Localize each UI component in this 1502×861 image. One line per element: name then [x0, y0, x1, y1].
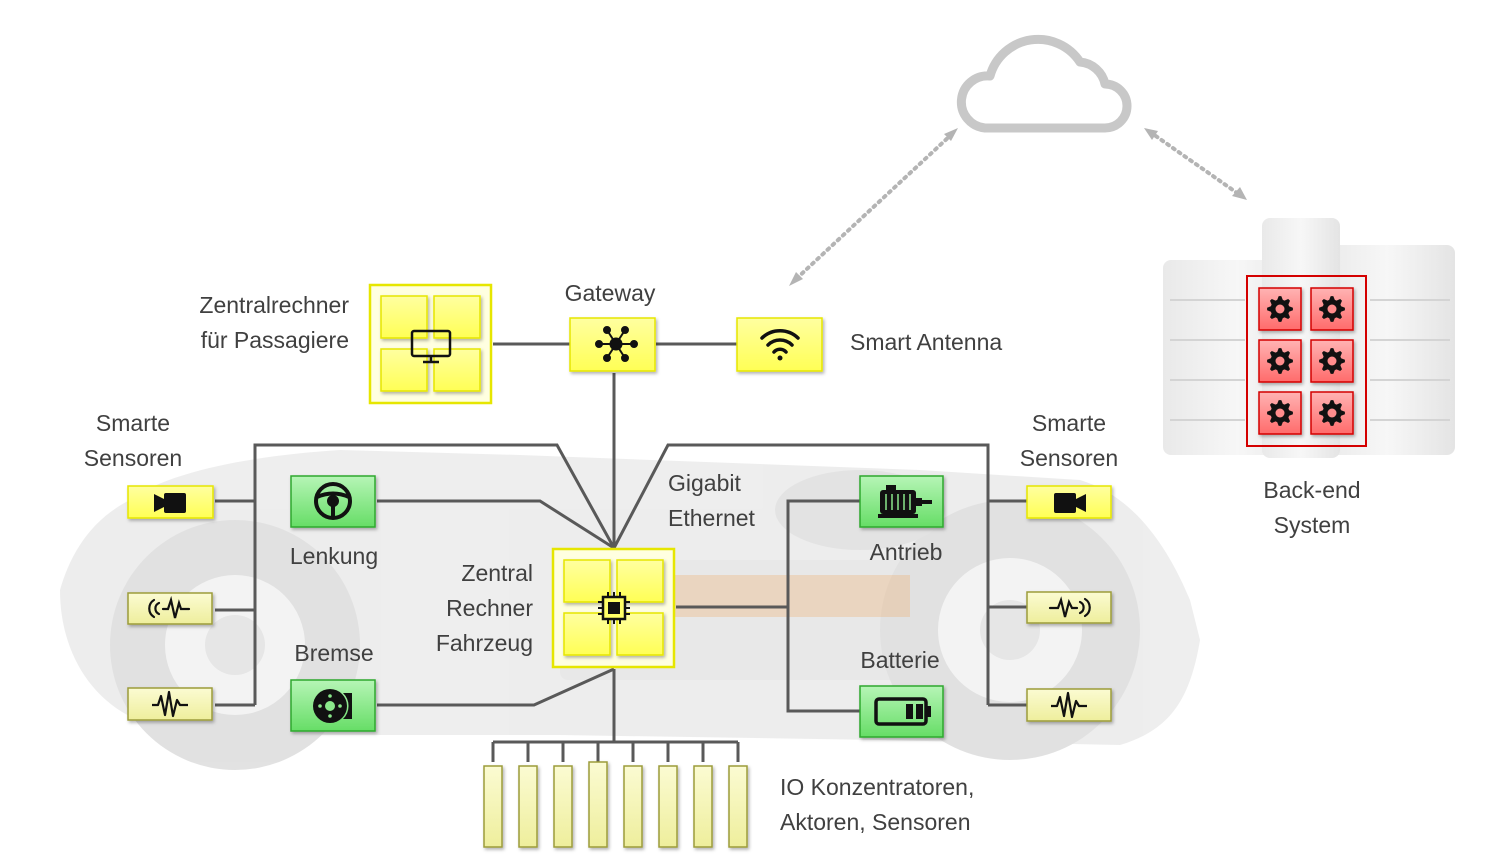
steering-wheel-icon — [314, 482, 352, 520]
sensor-radar-left — [127, 592, 213, 625]
backend-frame — [1246, 275, 1367, 447]
sensor-camera-left — [127, 485, 214, 519]
io-concentrator-bar — [588, 761, 608, 848]
backend-gear-tile — [1310, 391, 1354, 435]
drive-node — [859, 475, 944, 528]
camera-icon — [1054, 493, 1086, 513]
label-io-konzentratoren: IO Konzentratoren, Aktoren, Sensoren — [780, 770, 974, 840]
label-line: Smarte — [1031, 410, 1107, 436]
backend-gear-tile — [1258, 287, 1302, 331]
wifi-icon — [760, 329, 800, 361]
io-concentrator-bar — [658, 765, 678, 848]
steering-node — [290, 475, 376, 528]
radar-wave-icon — [1048, 596, 1091, 618]
label-line: System — [1273, 512, 1351, 538]
label-antrieb: Antrieb — [869, 539, 943, 565]
brake-node — [290, 679, 376, 732]
backend-gear-tile — [1310, 287, 1354, 331]
ethernet-connections — [215, 342, 1027, 744]
label-line: Back-end — [1263, 477, 1361, 503]
backend-gear-tile — [1258, 391, 1302, 435]
vehicle-computer-node — [551, 547, 676, 669]
label-lenkung: Lenkung — [289, 543, 379, 569]
label-line: IO Konzentratoren, — [780, 774, 975, 800]
label-line: Zentralrechner — [199, 292, 349, 318]
io-concentrator-bar — [693, 765, 713, 848]
label-line: Smarte — [95, 410, 171, 436]
label-bremse: Bremse — [294, 640, 374, 666]
io-concentrator-bar — [623, 765, 643, 848]
battery-pack-highlight — [675, 575, 910, 617]
battery-icon — [874, 697, 931, 726]
label-line: Rechner — [446, 595, 533, 621]
cloud-icon — [956, 34, 1132, 133]
label-gateway: Gateway — [564, 280, 656, 306]
label-smarte-sensoren-right: Smarte Sensoren — [998, 406, 1140, 476]
backend-gear-tile — [1310, 339, 1354, 383]
passenger-computer-node — [368, 283, 493, 405]
sensor-camera-right — [1026, 485, 1112, 519]
battery-node — [859, 685, 944, 738]
sensor-signal-left — [127, 687, 213, 721]
label-line: Ethernet — [668, 505, 755, 531]
sensor-signal-right — [1026, 688, 1112, 722]
sensor-radar-right — [1026, 591, 1112, 624]
label-batterie: Batterie — [860, 647, 940, 673]
label-line: Fahrzeug — [435, 630, 533, 656]
label-line: Aktoren, Sensoren — [780, 809, 971, 835]
label-gigabit-ethernet: Gigabit Ethernet — [668, 466, 755, 536]
label-line: Zentral — [461, 560, 533, 586]
backend-gear-grid — [1258, 287, 1354, 435]
io-concentrator-bar — [518, 765, 538, 848]
signal-pulse-icon — [152, 690, 188, 718]
io-concentrators — [483, 761, 748, 848]
label-zentralrechner-passagiere: Zentralrechner für Passagiere — [150, 288, 349, 358]
io-concentrator-bar — [483, 765, 503, 848]
monitor-icon — [410, 329, 452, 364]
chip-icon — [598, 592, 630, 624]
label-line: für Passagiere — [200, 327, 349, 353]
camera-icon — [154, 493, 186, 513]
label-line: Gigabit — [668, 470, 741, 496]
gateway-node — [569, 317, 656, 372]
label-zentral-rechner-fahrzeug: Zentral Rechner Fahrzeug — [400, 556, 533, 661]
network-hub-icon — [595, 326, 638, 362]
label-backend-system: Back-end System — [1232, 473, 1392, 543]
smart-antenna-node — [736, 317, 823, 372]
electric-motor-icon — [878, 485, 932, 518]
io-concentrator-bar — [728, 765, 748, 848]
brake-disc-icon — [313, 689, 352, 723]
io-concentrator-bar — [553, 765, 573, 848]
label-smarte-sensoren-left: Smarte Sensoren — [62, 406, 204, 476]
label-smart-antenna: Smart Antenna — [850, 329, 1003, 355]
label-line: Sensoren — [1019, 445, 1119, 471]
wireless-link-arrows — [793, 130, 1242, 282]
server-towers — [1163, 218, 1455, 458]
backend-gear-tile — [1258, 339, 1302, 383]
label-line: Sensoren — [83, 445, 183, 471]
signal-pulse-icon — [1051, 691, 1087, 719]
radar-wave-icon — [148, 595, 191, 619]
